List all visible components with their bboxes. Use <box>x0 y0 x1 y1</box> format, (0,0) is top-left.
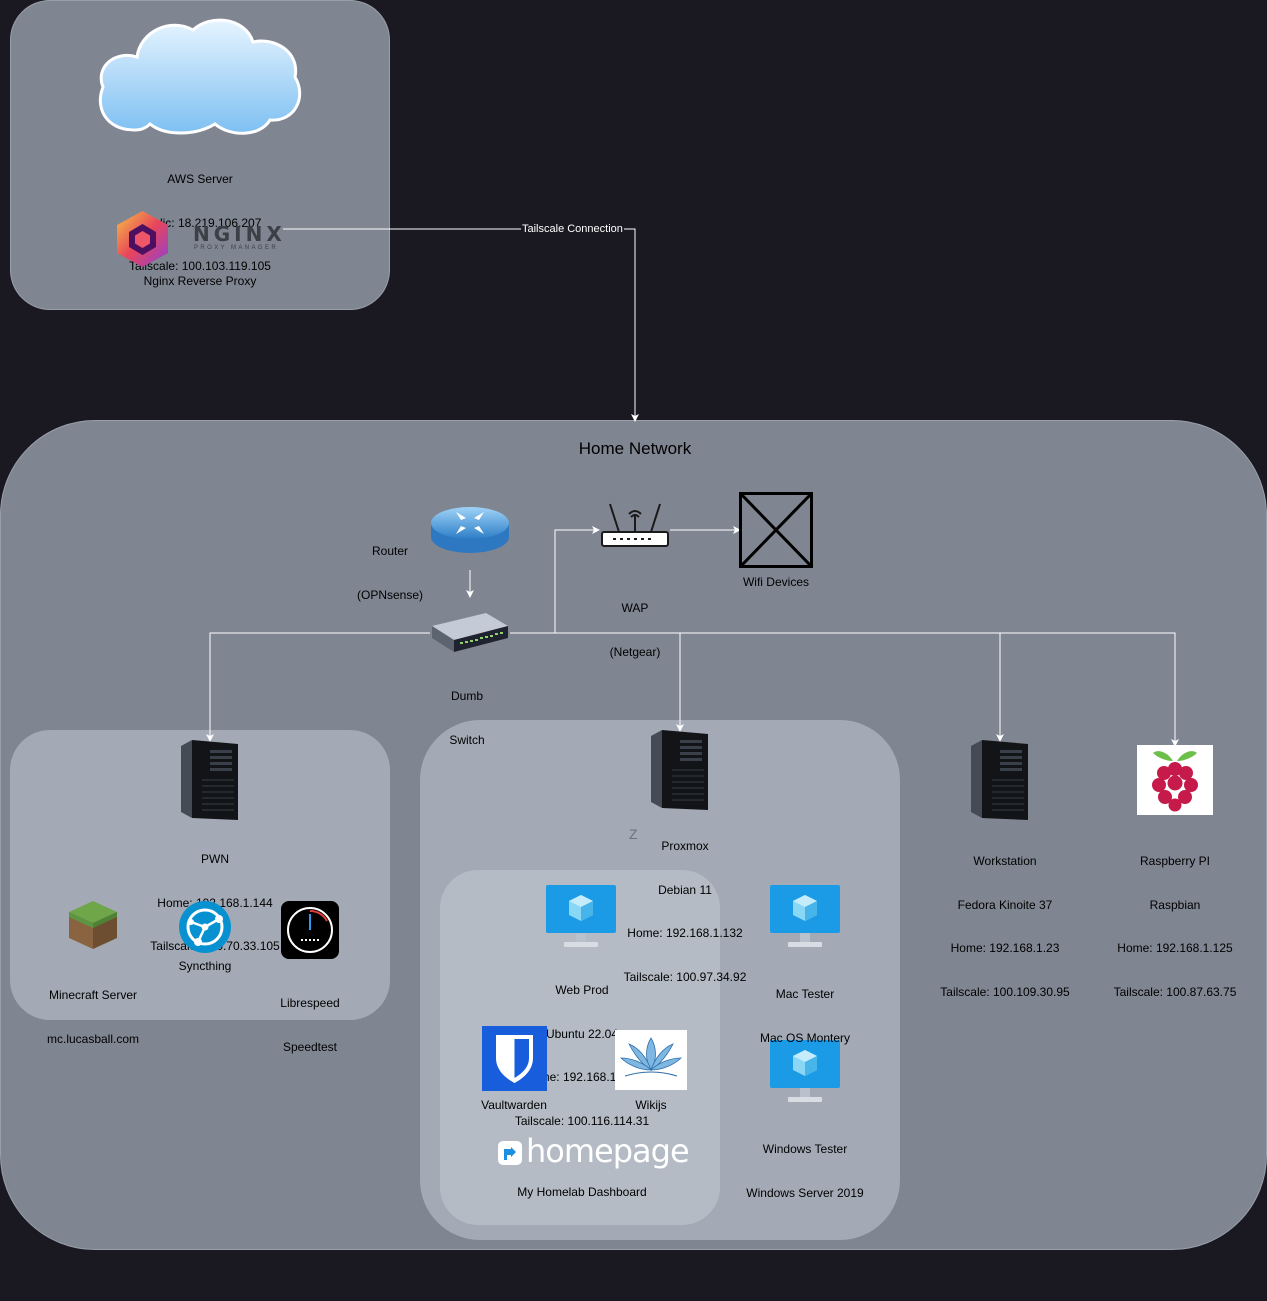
router-label: Router (OPNsense) <box>340 515 440 617</box>
proxmox-server-icon <box>650 730 710 810</box>
wintester-name: Windows Tester <box>762 1142 848 1156</box>
switch-label: Dumb Switch <box>417 660 517 762</box>
switch-to-pwn-line <box>206 632 430 742</box>
cloud-icon <box>95 12 305 138</box>
wap-label: WAP (Netgear) <box>585 572 685 674</box>
nginx-reverse-proxy-label: Nginx Reverse Proxy <box>143 274 257 288</box>
workstation-os: Fedora Kinoite 37 <box>957 897 1053 912</box>
wifi-devices-label: Wifi Devices <box>742 575 809 589</box>
mactester-os: Mac OS Montery <box>759 1030 851 1045</box>
nginx-proxy-manager-icon <box>115 210 170 268</box>
router-icon <box>430 503 510 555</box>
nginx-logo-subtext: PROXY MANAGER <box>194 245 279 251</box>
workstation-home-ip: Home: 192.168.1.23 <box>950 941 1060 955</box>
tailscale-connection-line <box>283 228 639 422</box>
minecraft-domain: mc.lucasball.com <box>46 1031 140 1046</box>
mactester-vm-icon <box>770 885 840 949</box>
proxmox-tailscale-ip: Tailscale: 100.97.34.92 <box>623 969 747 984</box>
wap-icon <box>600 502 670 552</box>
workstation-label: Workstation Fedora Kinoite 37 Home: 192.… <box>905 825 1105 1014</box>
switch-icon <box>430 612 510 656</box>
workstation-server-icon <box>970 740 1030 820</box>
aws-server-name: AWS Server <box>167 172 233 186</box>
wintester-os: Windows Server 2019 <box>746 1185 864 1200</box>
vaultwarden-label: Vaultwarden <box>481 1098 547 1112</box>
homepage-logo-text: homepage <box>526 1132 690 1170</box>
proxmox-label: Proxmox Debian 11 Home: 192.168.1.132 Ta… <box>585 810 785 999</box>
tailscale-connection-label: Tailscale Connection <box>521 223 624 236</box>
wap-brand: (Netgear) <box>609 644 661 659</box>
mactester-name: Mac Tester <box>775 987 835 1001</box>
raspberry-pi-tailscale-ip: Tailscale: 100.87.63.75 <box>1113 984 1237 999</box>
minecraft-name: Minecraft Server <box>48 988 138 1002</box>
mactester-label: Mac Tester Mac OS Montery <box>735 958 875 1060</box>
raspberry-pi-label: Raspberry PI Raspbian Home: 192.168.1.12… <box>1075 825 1267 1014</box>
home-network-title: Home Network <box>578 439 692 458</box>
wintester-vm-icon <box>770 1040 840 1104</box>
proxmox-home-ip: Home: 192.168.1.132 <box>627 926 743 940</box>
nginx-logo-text: NGINX <box>193 222 286 246</box>
homepage-icon <box>498 1141 522 1165</box>
wintester-label: Windows Tester Windows Server 2019 <box>735 1113 875 1215</box>
router-os: (OPNsense) <box>356 587 424 602</box>
proxmox-os: Debian 11 <box>658 882 712 897</box>
proxmox-stray-text: Z <box>629 826 638 842</box>
raspberry-pi-name: Raspberry PI <box>1139 854 1211 868</box>
homepage-label: My Homelab Dashboard <box>517 1185 647 1199</box>
switch-name-line1: Dumb <box>450 689 483 703</box>
librespeed-label: Librespeed Speedtest <box>260 967 360 1069</box>
wap-name: WAP <box>621 601 649 615</box>
librespeed-type: Speedtest <box>282 1039 338 1054</box>
syncthing-label: Syncthing <box>178 959 232 973</box>
raspberry-pi-icon <box>1137 745 1213 815</box>
webprod-vm-icon <box>546 885 616 949</box>
switch-to-wap-line <box>510 526 600 634</box>
vaultwarden-icon <box>482 1026 547 1091</box>
raspberry-pi-os: Raspbian <box>1149 897 1201 912</box>
switch-to-raspberry-line <box>1000 632 1179 747</box>
webprod-tailscale-ip: Tailscale: 100.116.114.31 <box>514 1113 650 1128</box>
wifi-devices-placeholder-icon <box>739 492 813 568</box>
switch-to-workstation-line <box>680 632 1004 742</box>
wikijs-label: Wikijs <box>635 1098 667 1112</box>
librespeed-icon <box>281 901 339 959</box>
router-name: Router <box>371 544 409 558</box>
minecraft-label: Minecraft Server mc.lucasball.com <box>33 959 153 1061</box>
minecraft-icon <box>68 900 118 950</box>
workstation-name: Workstation <box>973 854 1037 868</box>
proxmox-name: Proxmox <box>661 839 709 853</box>
pwn-server-icon <box>180 740 240 820</box>
syncthing-icon <box>178 900 232 954</box>
webprod-os: Ubuntu 22.04 <box>545 1026 619 1041</box>
webprod-name: Web Prod <box>555 983 609 997</box>
wikijs-icon <box>615 1030 687 1090</box>
workstation-tailscale-ip: Tailscale: 100.109.30.95 <box>940 984 1070 999</box>
librespeed-name: Librespeed <box>280 996 340 1010</box>
pwn-name: PWN <box>201 852 229 866</box>
raspberry-pi-home-ip: Home: 192.168.1.125 <box>1117 941 1233 955</box>
switch-name-line2: Switch <box>449 732 485 747</box>
